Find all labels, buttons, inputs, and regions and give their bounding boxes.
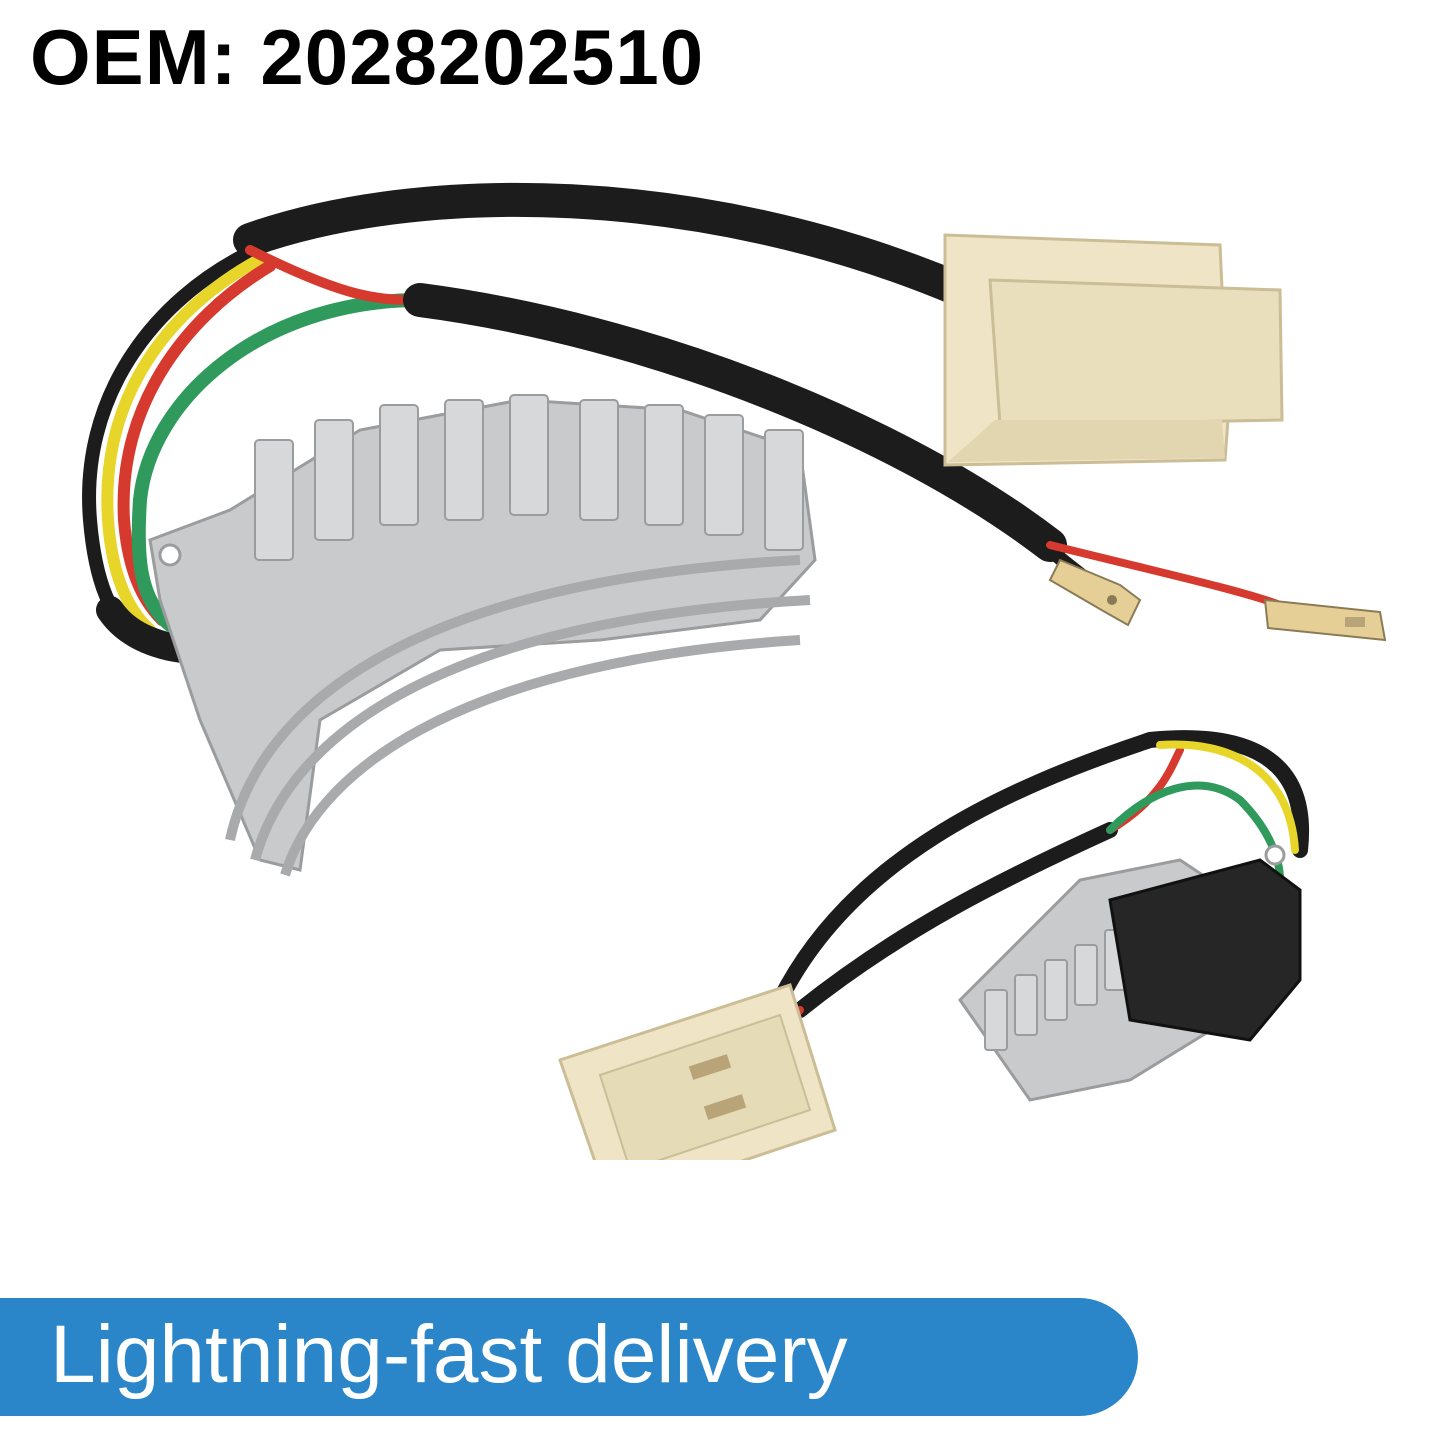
promo-banner: Lightning-fast delivery — [0, 1298, 1138, 1416]
banner-text: Lightning-fast delivery — [50, 1309, 848, 1400]
small-heatsink — [958, 844, 1302, 1102]
bottom-connector — [558, 983, 837, 1160]
spade-terminals — [1048, 558, 1387, 642]
product-photo — [82, 182, 1387, 1160]
large-resistor-wires — [82, 182, 1284, 664]
large-heatsink — [148, 394, 817, 877]
oem-part-number: OEM: 2028202510 — [30, 13, 705, 101]
top-connector — [943, 233, 1284, 467]
